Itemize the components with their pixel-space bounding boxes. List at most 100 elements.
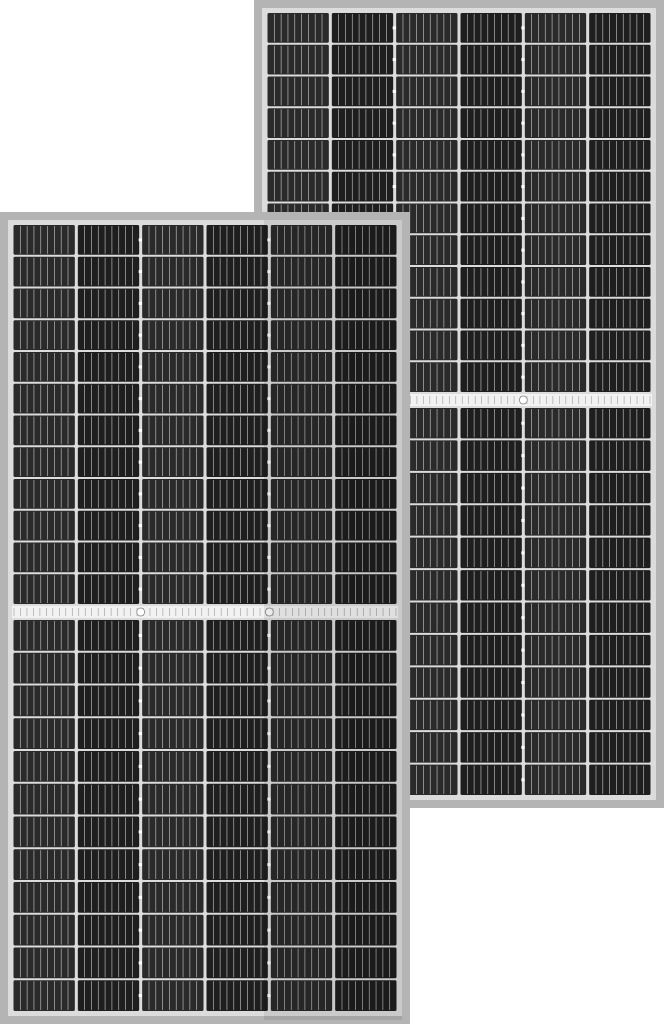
solar-cell [142,685,204,717]
solar-cell [13,479,75,509]
solar-cell [460,602,522,633]
solar-cell [13,288,75,319]
solar-cell [270,542,333,573]
solar-cell [335,620,397,651]
solar-cell [460,408,522,439]
solar-cell [142,783,204,815]
solar-cell [524,298,587,329]
solar-cell [77,914,140,946]
solar-cell [206,320,268,350]
solar-cell [77,447,140,477]
solar-cell [589,570,651,601]
string-connector-marker [521,153,526,157]
string-connector-marker [392,58,397,62]
string-connector-marker [138,895,143,899]
solar-cell [270,718,333,749]
back-panel-half-1 [267,13,651,392]
solar-cell [589,13,651,43]
solar-cell [396,140,458,170]
solar-cell [396,732,458,763]
solar-cell [270,479,333,509]
string-connector-marker [521,648,526,652]
string-connector-marker [521,185,526,189]
solar-cell [524,764,587,795]
solar-cell [77,849,140,880]
solar-cell [77,383,140,414]
solar-cell [270,288,333,319]
string-connector-marker [138,428,143,432]
string-connector-marker [521,89,526,93]
string-connector-marker [267,928,272,932]
solar-cell [270,849,333,880]
solar-cell [335,352,397,382]
solar-cell [396,203,458,234]
string-connector-marker [138,365,143,369]
solar-cell [589,267,651,297]
solar-cell [396,108,458,138]
string-connector-marker [521,616,526,620]
solar-cell [13,256,75,287]
string-connector-marker [138,863,143,867]
solar-cell [13,510,75,541]
solar-cell [460,330,522,361]
solar-cell [524,537,587,569]
overlap-shade [264,220,402,1020]
string-connector-marker [267,460,272,464]
solar-cell [335,542,397,573]
solar-cell [331,171,394,202]
solar-cell [335,685,397,717]
solar-cell [13,415,75,446]
string-connector-marker [267,994,272,998]
solar-cell [13,980,75,1011]
solar-cell [270,415,333,446]
solar-cell [206,849,268,880]
solar-cell [13,751,75,782]
solar-cell [270,980,333,1011]
solar-cell [267,108,329,138]
solar-cell [589,505,651,536]
solar-cell [589,171,651,202]
solar-cell [142,542,204,573]
solar-cell [460,140,522,170]
solar-cell [206,816,268,848]
solar-cell [396,330,458,361]
solar-cell [524,602,587,633]
solar-cell [396,171,458,202]
solar-cell [335,751,397,782]
solar-cell [335,816,397,848]
solar-cell [460,472,522,504]
solar-cell [77,542,140,573]
solar-cell [206,574,268,604]
front-panel-center-strip [12,606,398,618]
string-connector-marker [138,270,143,274]
junction-box-icon [136,607,146,617]
solar-cell [13,783,75,815]
solar-cell [142,225,204,255]
solar-cell [206,783,268,815]
solar-cell [77,652,140,684]
solar-cell [524,362,587,392]
solar-cell [335,882,397,913]
string-connector-marker [267,863,272,867]
solar-cell [77,574,140,604]
solar-cell [142,479,204,509]
solar-cell [142,718,204,749]
solar-cell [335,652,397,684]
solar-cell [335,783,397,815]
solar-cell [335,947,397,979]
solar-cell [142,574,204,604]
solar-cell [77,751,140,782]
solar-cell [142,288,204,319]
string-connector-marker [138,797,143,801]
solar-cell [589,440,651,471]
string-connector-marker [267,895,272,899]
solar-cell [13,685,75,717]
solar-cell [396,76,458,107]
solar-cell [77,479,140,509]
solar-cell [460,764,522,795]
solar-cell [142,320,204,350]
solar-cell [335,320,397,350]
solar-cell [524,505,587,536]
solar-cell [335,718,397,749]
solar-cell [13,849,75,880]
